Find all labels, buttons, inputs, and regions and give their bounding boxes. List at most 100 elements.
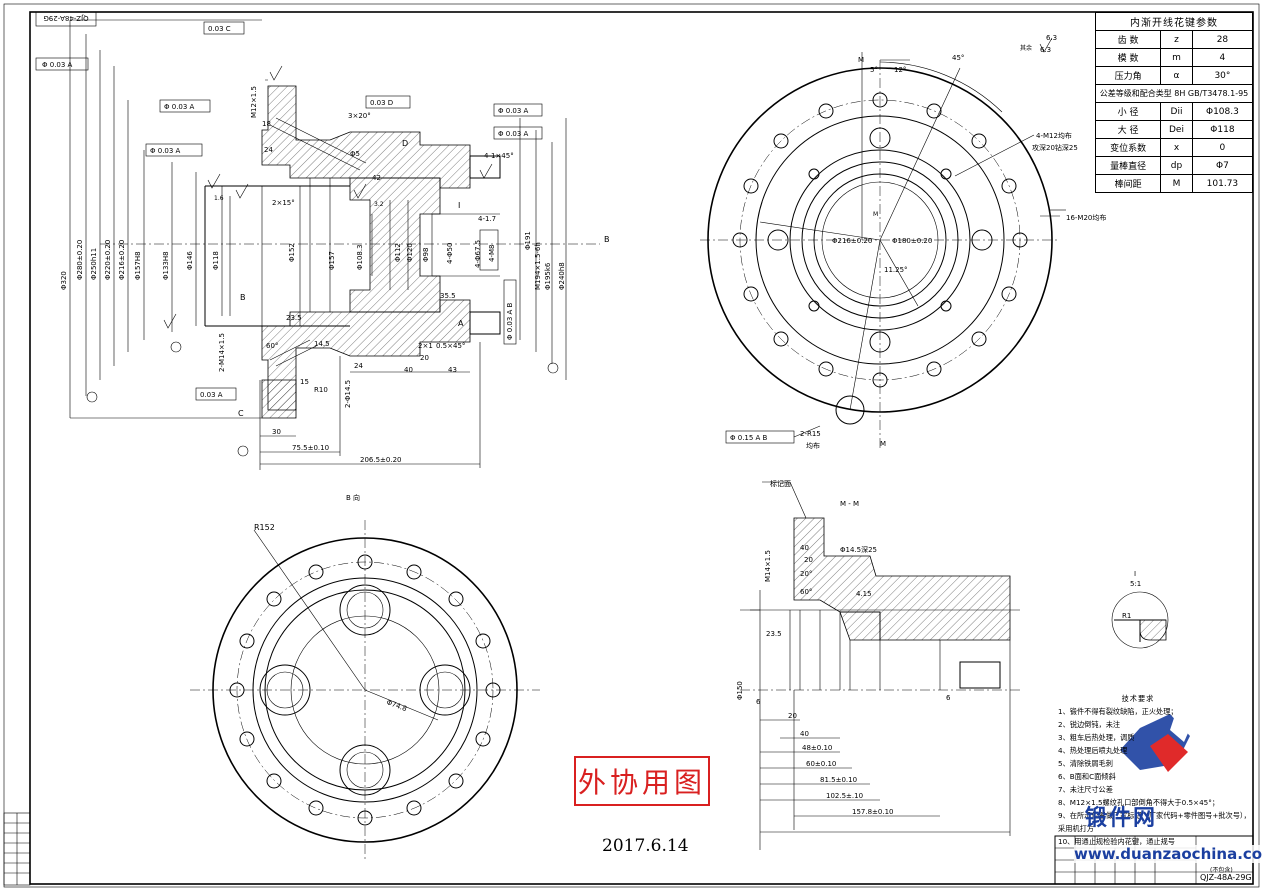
tech-item: 5、清除铁屑毛刺 (1058, 759, 1113, 768)
code-inverted: QJZ-48A-29G (43, 14, 88, 22)
tech-item: 10、用通止规检验内花键，通止规号 (1058, 837, 1175, 846)
dim-text: 4-M8 (488, 245, 496, 262)
dim-text: 20 (788, 712, 797, 720)
dim-text: 48±0.10 (802, 744, 832, 752)
dim-text: 6 (946, 694, 951, 702)
section-mark: M (873, 211, 878, 218)
section-mm: M - M 标记面 40 20 20 40 48±0.10 60±0.10 81… (736, 479, 1020, 850)
dim-text: 60±0.10 (806, 760, 836, 768)
view-b-bolt-holes (229, 554, 501, 826)
dim-text: Φ216±0.20 (832, 237, 872, 245)
dim-text: R152 (254, 523, 275, 532)
dim-text: 60° (266, 342, 278, 350)
surface-text: 6.3 (1046, 34, 1057, 42)
dim-text: M12×1.5 (250, 86, 258, 118)
tech-title: 技术要求 (1121, 694, 1155, 703)
tech-item: 采用机打方 (1058, 824, 1094, 833)
tech-item: 3、粗车后热处理，调质 (1058, 733, 1135, 742)
dim-text: 23.5 (766, 630, 782, 638)
detail-i: I 5:1 R1 (1111, 570, 1169, 649)
dim-text: 75.5±0.10 (292, 444, 329, 452)
threaded-holes (767, 127, 993, 353)
dim-text: 42 (372, 174, 381, 182)
drawing-date: 2017.6.14 (602, 836, 689, 856)
dim-text: 20 (420, 354, 429, 362)
tech-item: 8、M12×1.5螺纹孔口部倒角不得大于0.5×45°； (1058, 798, 1220, 807)
gdt-frame: Φ 0.03 A (150, 147, 181, 155)
dim-text: Φ133H8 (162, 251, 170, 280)
dim-text: 157.8±0.10 (852, 808, 894, 816)
dim-text: 43 (448, 366, 457, 374)
dim-text: Φ157H8 (134, 251, 142, 280)
dim-text: Φ191 (524, 231, 532, 250)
datum-label: D (402, 139, 408, 148)
dim-text: 30 (272, 428, 281, 436)
dim-text: 15 (300, 378, 309, 386)
dim-text: 40 (404, 366, 413, 374)
tech-item: 4、热处理后喷丸处理 (1058, 746, 1128, 755)
dim-text: 2-Φ14.5 (344, 380, 352, 408)
dim-text: Φ108.3 (356, 244, 364, 270)
detail-title: I (1134, 570, 1136, 578)
drawing-number: QJZ-48A-29G (1200, 873, 1252, 882)
dim-text: M194×1.5-6h (534, 242, 542, 290)
dim-text: Φ220±0.20 (104, 240, 112, 280)
dim-text: 206.5±0.20 (360, 456, 402, 464)
view-title: M - M (840, 500, 859, 508)
gdt-frame: 0.03 A (200, 391, 223, 399)
gdt-frame: Φ 0.03 A (498, 107, 529, 115)
dim-text: M14×1.5 (764, 550, 772, 582)
dim-text: Φ250h11 (90, 248, 98, 280)
tech-item: 7、未注尺寸公差 (1058, 785, 1113, 794)
gdt-frame: Φ 0.03 A B (506, 302, 514, 340)
dim-text: Φ14.5深25 (840, 545, 877, 554)
hole-note: 均布 (806, 441, 820, 450)
dim-text: Φ112 (394, 243, 402, 262)
gdt-frame: Φ 0.15 A B (730, 434, 768, 442)
dim-text: Φ280±0.20 (76, 240, 84, 280)
dim-text: Φ5 (350, 150, 360, 158)
dim-text: 24 (354, 362, 363, 370)
tech-item: 9、在所示位置做厂家标记（厂家代码+零件图号+批次号）， (1058, 811, 1251, 820)
inner-frame (29, 11, 1254, 885)
bolt-holes (732, 92, 1028, 388)
dim-text: 4.15 (856, 590, 872, 598)
dim-text: 4-Φ50 (446, 243, 454, 264)
section-view: Φ 0.03 A Φ 0.03 A Φ 0.03 A 0.03 C 0.03 D… (35, 19, 1057, 470)
angle-text: 11.25° (884, 266, 908, 274)
dim-text: 40 (800, 730, 809, 738)
dim-text: Φ180±0.20 (892, 237, 932, 245)
tech-item: 2、锐边倒钝，未注 (1058, 720, 1121, 729)
dim-text: 3×20° (348, 112, 371, 120)
gdt-frame: 0.03 D (370, 99, 393, 107)
dim-text: 2×1 (418, 342, 433, 350)
dim-text: 20° (800, 570, 812, 578)
angle-text: 5° (870, 66, 878, 74)
dim-text: Φ320 (60, 271, 68, 290)
dim-text: Φ146 (186, 251, 194, 270)
detail-scale: 5:1 (1130, 580, 1141, 588)
hole-note: 攻深20钻深25 (1032, 143, 1078, 152)
dim-text: Φ152 (288, 243, 296, 262)
dim-text: 2-M14×1.5 (218, 333, 226, 372)
hole-note: 2-R15 (800, 430, 821, 438)
technical-requirements: 技术要求 1、锻件不得有裂纹缺陷，正火处理； 2、锐边倒钝，未注 3、粗车后热处… (1058, 692, 1258, 848)
left-margin-block (3, 812, 31, 886)
view-b: B 向 R152 Φ74.8 (190, 493, 540, 860)
dim-text: Φ74.8 (385, 698, 408, 713)
mark-label: 标记面 (770, 479, 791, 488)
tech-item: 1、锻件不得有裂纹缺陷，正火处理； (1058, 707, 1178, 716)
dim-text: 102.5±.10 (826, 792, 863, 800)
dim-text: Φ150 (736, 681, 744, 700)
dim-text: Φ118 (212, 251, 220, 270)
angle-text: 45° (952, 54, 964, 62)
angle-text: 12° (894, 66, 906, 74)
outsourcing-stamp: 外协用图 (574, 756, 710, 806)
